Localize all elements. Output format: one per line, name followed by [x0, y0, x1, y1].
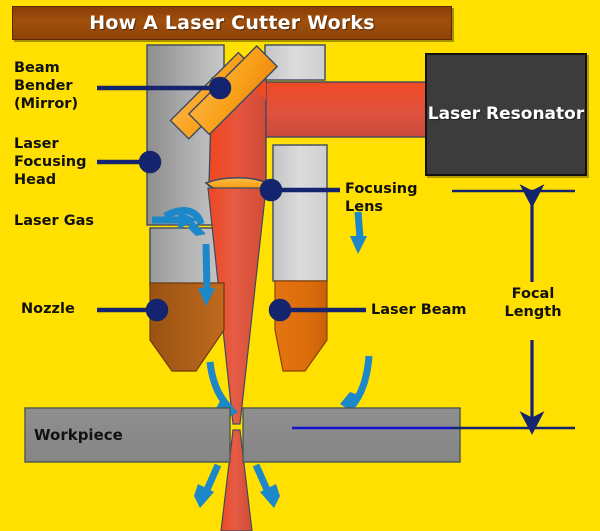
label-laser-beam: Laser Beam [371, 302, 467, 318]
label-laser-gas: Laser Gas [14, 213, 95, 229]
label-focusing-lens: Focusing Lens [345, 181, 418, 215]
label-beam-bender: Beam Bender (Mirror) [14, 60, 79, 112]
laser-resonator-label: Laser Resonator [427, 103, 585, 124]
page-title: How A Laser Cutter Works [89, 12, 375, 34]
workpiece [24, 407, 461, 463]
leader-lines [97, 76, 366, 322]
laser-resonator-box: Laser Resonator [425, 53, 587, 176]
laser-beam-cone [207, 187, 267, 531]
label-focal-length: Focal Length [504, 286, 562, 320]
title-banner: How A Laser Cutter Works [12, 6, 452, 40]
label-laser-focusing-head: Laser Focusing Head [14, 136, 87, 188]
label-nozzle: Nozzle [21, 301, 75, 317]
gas-flow-arrows [152, 207, 373, 508]
focal-length-dimension [292, 184, 575, 435]
horizontal-laser-beam [251, 81, 429, 138]
label-workpiece: Workpiece [34, 426, 123, 444]
